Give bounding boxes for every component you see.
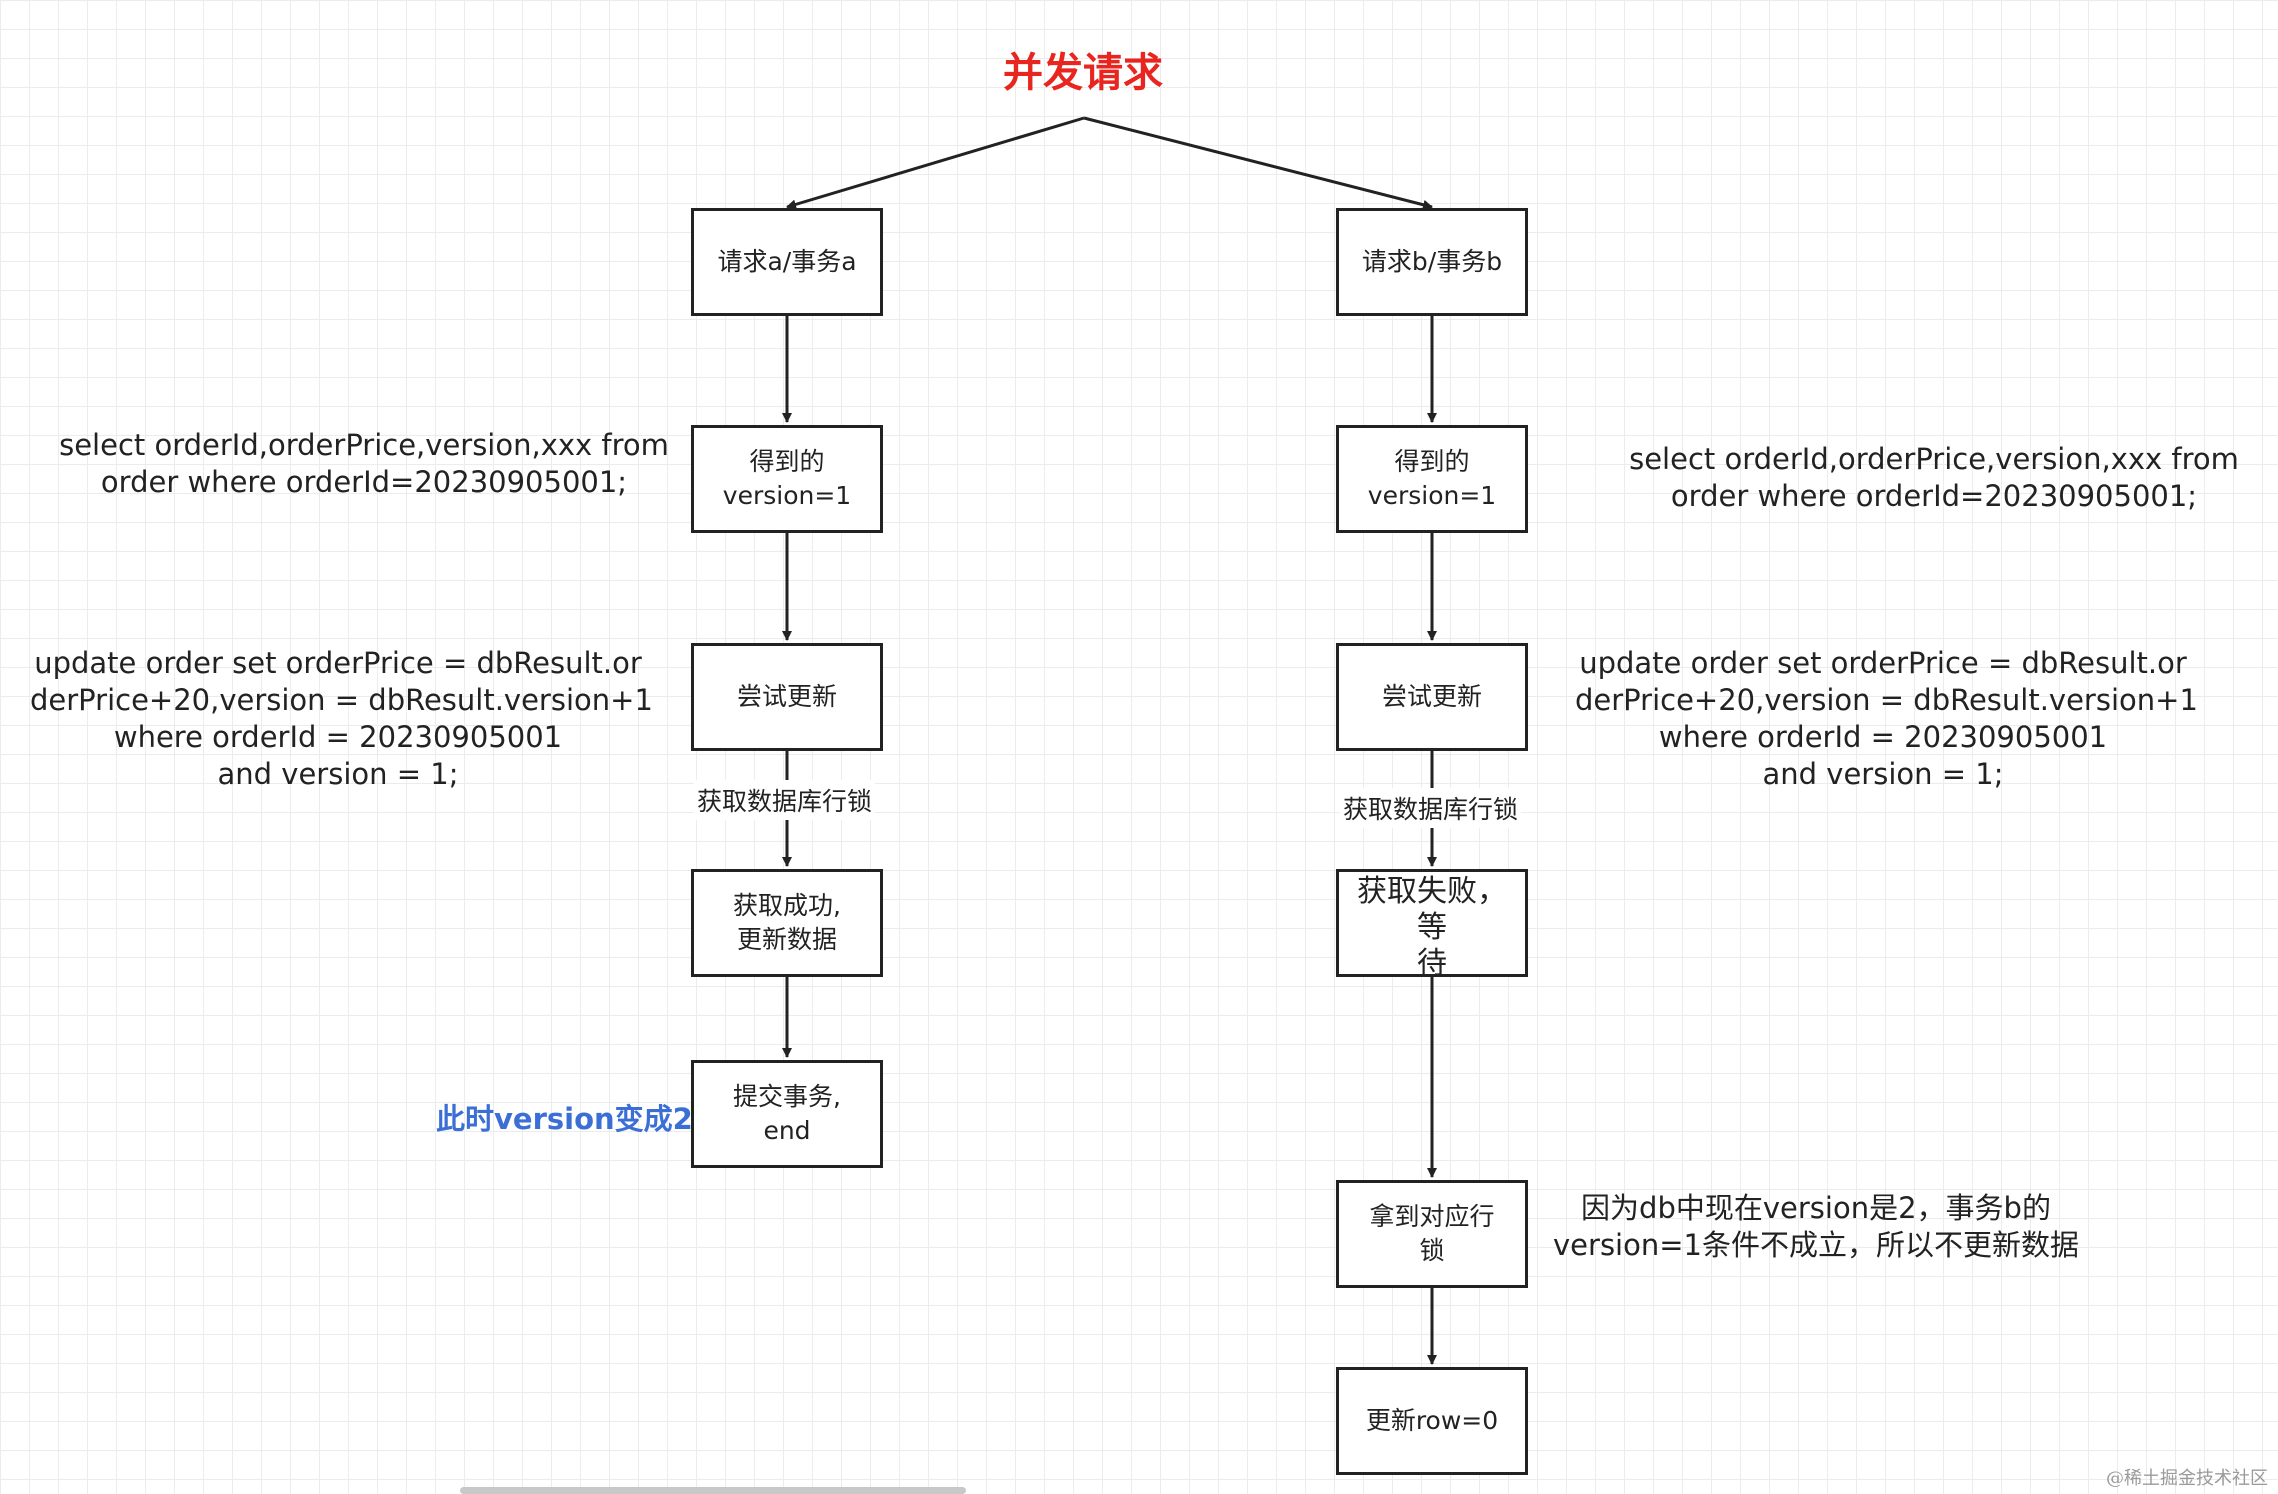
request-b-label: 请求b/事务b xyxy=(1361,247,1503,276)
left-acquire-success-line1: 获取成功, xyxy=(733,891,841,920)
right-acquire-fail-line2: 待 xyxy=(1417,946,1447,981)
request-a-box[interactable]: 请求a/事务a xyxy=(691,208,883,316)
left-select-line1: select orderId,orderPrice,version,xxx fr… xyxy=(59,428,669,462)
left-commit-box[interactable]: 提交事务, end xyxy=(691,1060,883,1168)
right-update-row-label: 更新row=0 xyxy=(1365,1406,1499,1435)
right-update-line3: where orderId = 20230905001 xyxy=(1658,720,2108,754)
left-update-line4: and version = 1; xyxy=(217,757,459,791)
left-acquire-success-box[interactable]: 获取成功, 更新数据 xyxy=(691,869,883,977)
left-select-line2: order where orderId=20230905001; xyxy=(100,465,628,499)
left-version-line1: 得到的 xyxy=(749,447,825,476)
left-try-update-label: 尝试更新 xyxy=(736,682,837,711)
right-select-note: select orderId,orderPrice,version,xxx fr… xyxy=(1600,441,2268,515)
left-commit-line2: end xyxy=(763,1116,811,1145)
right-acquire-fail-line1: 获取失败，等 xyxy=(1357,874,1507,945)
request-b-box[interactable]: 请求b/事务b xyxy=(1336,208,1528,316)
left-commit-line1: 提交事务, xyxy=(733,1082,841,1111)
right-fail-line2: version=1条件不成立，所以不更新数据 xyxy=(1553,1228,2079,1262)
right-update-line1: update order set orderPrice = dbResult.o… xyxy=(1579,646,2187,680)
right-update-note: update order set orderPrice = dbResult.o… xyxy=(1575,645,2198,793)
horizontal-scrollbar[interactable] xyxy=(460,1487,966,1494)
right-update-line4: and version = 1; xyxy=(1762,757,2004,791)
version-changed-note: 此时version变成2 xyxy=(436,1102,693,1136)
right-fail-explanation-note: 因为db中现在version是2，事务b的 version=1条件不成立，所以不… xyxy=(1546,1190,2086,1264)
right-version-box[interactable]: 得到的 version=1 xyxy=(1336,425,1528,533)
left-select-note: select orderId,orderPrice,version,xxx fr… xyxy=(30,427,698,501)
right-acquire-fail-box[interactable]: 获取失败，等 待 xyxy=(1336,869,1528,981)
left-update-line1: update order set orderPrice = dbResult.o… xyxy=(34,646,642,680)
left-acquire-success-line2: 更新数据 xyxy=(736,925,837,954)
left-update-line2: derPrice+20,version = dbResult.version+1 xyxy=(30,683,653,717)
right-get-lock-box[interactable]: 拿到对应行 锁 xyxy=(1336,1180,1528,1288)
right-fail-line1: 因为db中现在version是2，事务b的 xyxy=(1581,1191,2051,1225)
edge-title-to-request-a xyxy=(786,116,1085,210)
right-select-line1: select orderId,orderPrice,version,xxx fr… xyxy=(1629,442,2239,476)
right-row-lock-label: 获取数据库行锁 xyxy=(1340,788,1522,828)
left-try-update-box[interactable]: 尝试更新 xyxy=(691,643,883,751)
right-update-row-box[interactable]: 更新row=0 xyxy=(1336,1367,1528,1475)
right-try-update-label: 尝试更新 xyxy=(1381,682,1482,711)
left-update-note: update order set orderPrice = dbResult.o… xyxy=(30,645,653,793)
diagram-title: 并发请求 xyxy=(1003,50,1163,96)
request-a-label: 请求a/事务a xyxy=(717,247,857,276)
left-version-line2: version=1 xyxy=(722,481,852,510)
right-version-line1: 得到的 xyxy=(1394,447,1470,476)
right-update-line2: derPrice+20,version = dbResult.version+1 xyxy=(1575,683,2198,717)
right-get-lock-line1: 拿到对应行 xyxy=(1369,1202,1495,1231)
edge-title-to-request-b xyxy=(1083,116,1433,210)
left-version-box[interactable]: 得到的 version=1 xyxy=(691,425,883,533)
right-get-lock-line2: 锁 xyxy=(1419,1236,1445,1265)
left-row-lock-label: 获取数据库行锁 xyxy=(694,780,876,820)
right-try-update-box[interactable]: 尝试更新 xyxy=(1336,643,1528,751)
watermark: @稀土掘金技术社区 xyxy=(2106,1468,2268,1489)
right-select-line2: order where orderId=20230905001; xyxy=(1670,479,2198,513)
right-version-line2: version=1 xyxy=(1367,481,1497,510)
left-update-line3: where orderId = 20230905001 xyxy=(113,720,563,754)
